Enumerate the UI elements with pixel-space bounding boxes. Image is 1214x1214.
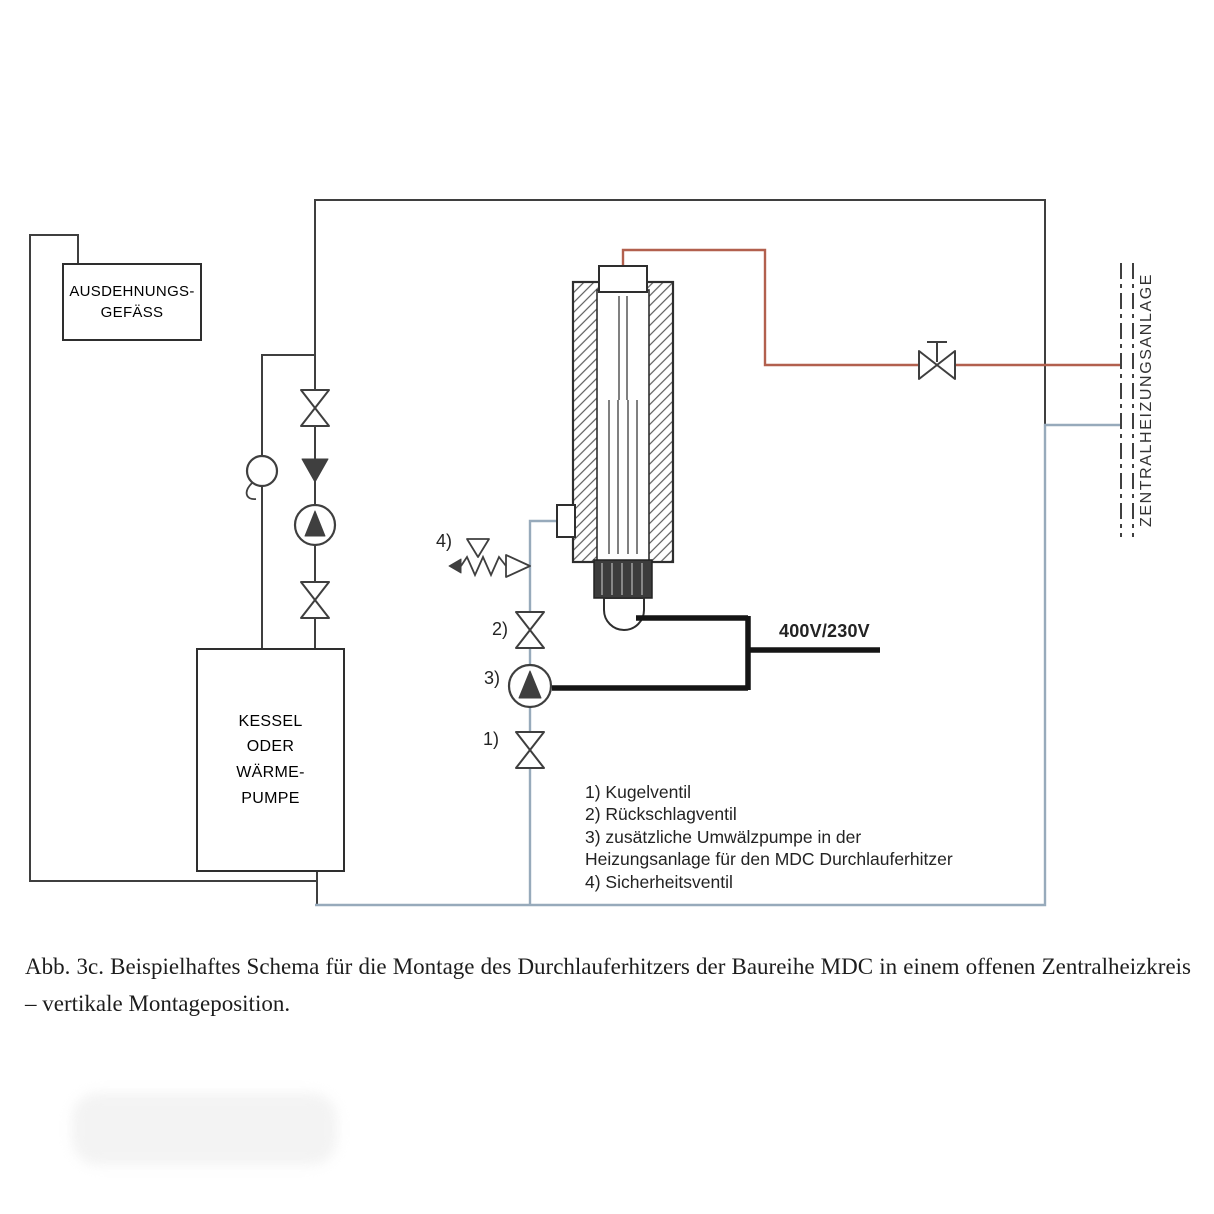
ball-valve-1-icon (515, 731, 545, 769)
heater-inner-vessel (596, 289, 650, 563)
fittings (245, 341, 956, 769)
legend-line-3: 3) zusätzliche Umwälzpumpe in der (585, 826, 862, 847)
expansion-vessel-label-line1: AUSDEHNUNGS- (69, 283, 195, 300)
circulation-pump-3-icon (507, 663, 553, 709)
safety-valve-4-icon (448, 538, 531, 578)
mdc-heater (556, 265, 675, 631)
supply-shutoff-valve-icon (918, 341, 956, 380)
boiler-label-line2: ODER (246, 738, 295, 756)
legend-line-4: Heizungsanlage für den MDC Durchlauferhi… (585, 849, 953, 870)
central-heating-label: ZENTRALHEIZUNGSANLAGE (1138, 272, 1155, 528)
boiler-label-line4: PUMPE (241, 789, 300, 807)
heater-electrical-dome (603, 597, 645, 631)
boiler-box: KESSEL ODER WÄRME- PUMPE (196, 648, 345, 872)
heater-flange-ridges (601, 563, 643, 595)
boiler-label-line1: KESSEL (238, 712, 303, 730)
gauge-icon (245, 454, 279, 500)
watermark-smudge (72, 1093, 337, 1165)
callout-4: 4) (436, 531, 453, 551)
gravity-brake-valve-icon (301, 458, 329, 483)
heating-element-rods (608, 296, 638, 554)
shutoff-valve-bottom-icon (300, 581, 330, 619)
power-cable (552, 615, 880, 691)
callout-1: 1) (483, 729, 500, 749)
heater-side-port (556, 504, 576, 538)
boiler-pump-icon (293, 503, 337, 547)
legend-line-2: 2) Rückschlagventil (585, 804, 737, 825)
legend: 1) Kugelventil 2) Rückschlagventil 3) zu… (585, 781, 953, 893)
heater-top-cap (598, 265, 648, 293)
legend-line-1: 1) Kugelventil (585, 782, 692, 802)
expansion-vessel-box: AUSDEHNUNGS- GEFÄSS (62, 263, 202, 341)
central-heating-wall-lines (1120, 263, 1134, 537)
voltage-label: 400V/230V (779, 621, 870, 641)
callout-2: 2) (492, 619, 509, 639)
callout-3: 3) (484, 668, 501, 688)
legend-line-5: 4) Sicherheitsventil (585, 871, 733, 892)
boiler-label-line3: WÄRME- (236, 764, 305, 781)
check-valve-2-icon (515, 611, 545, 649)
figure-caption: Abb. 3c. Beispielhaftes Schema für die M… (25, 954, 1191, 1016)
shutoff-valve-top-icon (300, 389, 330, 427)
expansion-vessel-label-line2: GEFÄSS (100, 304, 164, 321)
supply-pipe (621, 248, 1121, 367)
